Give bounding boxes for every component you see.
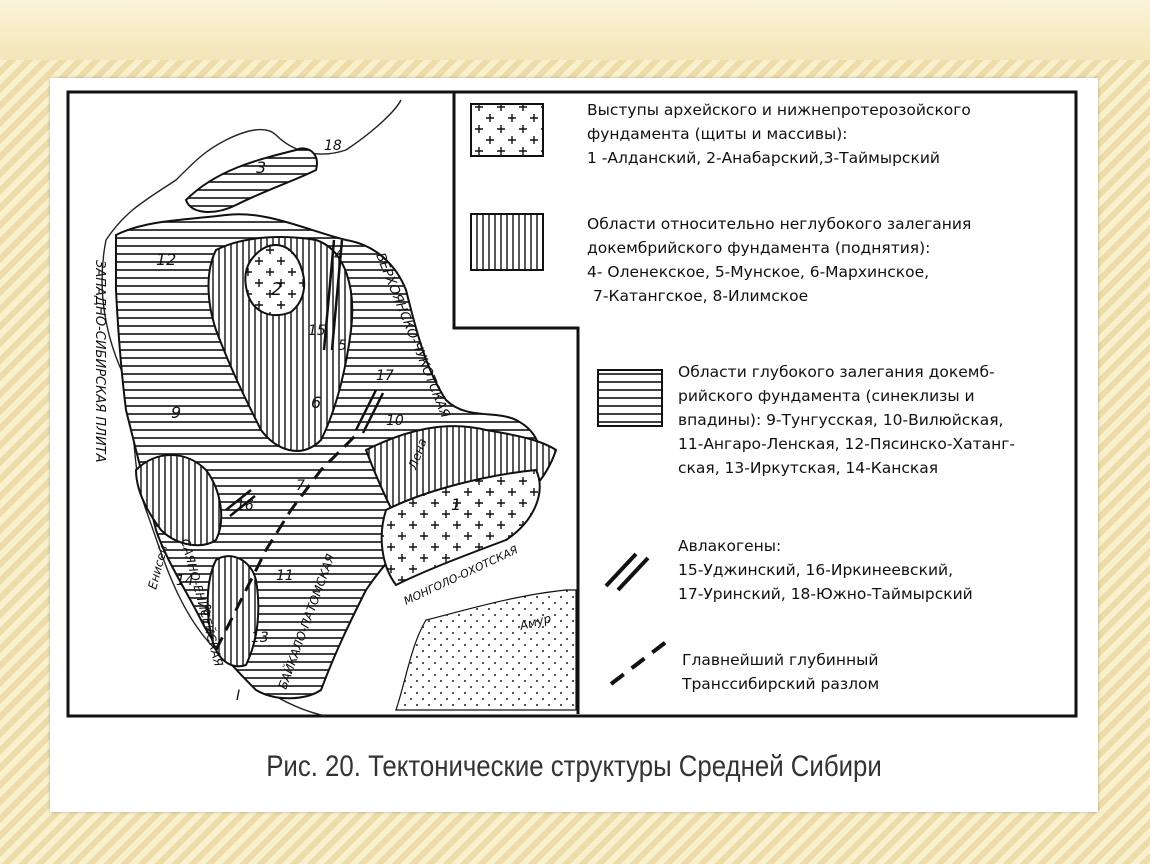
legend-shields: Выступы архейского и нижнепротерозойског… xyxy=(587,98,971,170)
map-label: 18 xyxy=(324,138,342,154)
map-label: 5 xyxy=(338,338,347,354)
legend-line: 4- Оленекское, 5-Мунское, 6-Мархинское, xyxy=(587,263,930,281)
map-label: 17 xyxy=(376,368,394,384)
legend-synclises: Области глубокого залегания докемб- рийс… xyxy=(678,360,1015,480)
map-label: 16 xyxy=(236,498,254,514)
shield-anabar xyxy=(244,244,306,317)
legend-line: фундамента (щиты и массивы): xyxy=(587,125,848,143)
map-label: 7 xyxy=(296,478,305,494)
uplift-katanga xyxy=(134,454,223,547)
legend-swatch-shields xyxy=(470,103,544,157)
map-label: 15 xyxy=(308,323,326,339)
legend-aulacogens: Авлакогены: 15-Уджинский, 16-Иркинеевски… xyxy=(678,534,973,606)
map-label: 2 xyxy=(271,279,282,300)
legend-line: Области глубокого залегания докемб- xyxy=(678,363,995,381)
legend-line: 11-Ангаро-Ленская, 12-Пясинско-Хатанг- xyxy=(678,435,1015,453)
map-area: 3 18 12 2 4 15 5 6 17 10 9 16 7 1 11 14 … xyxy=(92,99,577,717)
figure-caption: Рис. 20. Тектонические структуры Средней… xyxy=(266,750,882,783)
map-label: 12 xyxy=(156,250,176,269)
legend-line: Авлакогены: xyxy=(678,537,782,555)
legend-swatch-fault xyxy=(609,640,668,686)
map-label: 1 xyxy=(451,495,461,514)
slide: 3 18 12 2 4 15 5 6 17 10 9 16 7 1 11 14 … xyxy=(50,78,1098,812)
map-label: 9 xyxy=(171,403,181,422)
map-label: 6 xyxy=(311,393,321,412)
map-label: I xyxy=(236,688,240,704)
taimyr-island xyxy=(184,147,318,213)
map-label: 14 xyxy=(176,573,194,589)
legend-line: докембрийского фундамента (поднятия): xyxy=(587,239,931,257)
map-label: 8 xyxy=(203,603,212,619)
legend-swatch-uplifts xyxy=(470,213,544,271)
legend-frame xyxy=(452,92,580,714)
legend-line: 7-Катангское, 8-Илимское xyxy=(593,287,809,305)
legend-line: 1 -Алданский, 2-Анабарский,3-Таймырский xyxy=(587,149,940,167)
shield-aldan xyxy=(380,468,541,587)
legend-swatch-synclises xyxy=(597,369,663,427)
mongol-region xyxy=(395,589,577,711)
legend-fault: Главнейший глубинный Транссибирский разл… xyxy=(682,648,879,696)
map-label: 4 xyxy=(334,248,343,264)
aulacogen-lines xyxy=(225,239,385,517)
legend-line: Области относительно неглубокого залеган… xyxy=(587,215,972,233)
legend-line: ская, 13-Иркутская, 14-Канская xyxy=(678,459,939,477)
legend-line: Транссибирский разлом xyxy=(682,675,880,693)
map-label: 10 xyxy=(386,413,404,429)
legend-line: впадины): 9-Тунгусская, 10-Вилюйская, xyxy=(678,411,1004,429)
map-label: 13 xyxy=(251,630,269,646)
legend-line: Главнейший глубинный xyxy=(682,651,879,669)
tectonic-map-figure: 3 18 12 2 4 15 5 6 17 10 9 16 7 1 11 14 … xyxy=(66,90,1078,718)
transsib-fault xyxy=(214,433,358,651)
background-band xyxy=(0,0,1150,60)
uplift-olenek-markha xyxy=(207,236,354,452)
legend-line: рийского фундамента (синеклизы и xyxy=(678,387,975,405)
legend-swatch-aulacogens xyxy=(604,552,650,592)
map-label: 11 xyxy=(276,568,294,584)
legend-uplifts: Области относительно неглубокого залеган… xyxy=(587,212,971,308)
legend-line: 15-Уджинский, 16-Иркинеевский, xyxy=(678,561,954,579)
map-label: 3 xyxy=(256,158,266,177)
legend-line: Выступы архейского и нижнепротерозойског… xyxy=(587,101,971,119)
map-label: ЗАПАДНО-СИБИРСКАЯ ПЛИТА xyxy=(92,260,107,463)
legend-line: 17-Уринский, 18-Южно-Таймырский xyxy=(678,585,973,603)
